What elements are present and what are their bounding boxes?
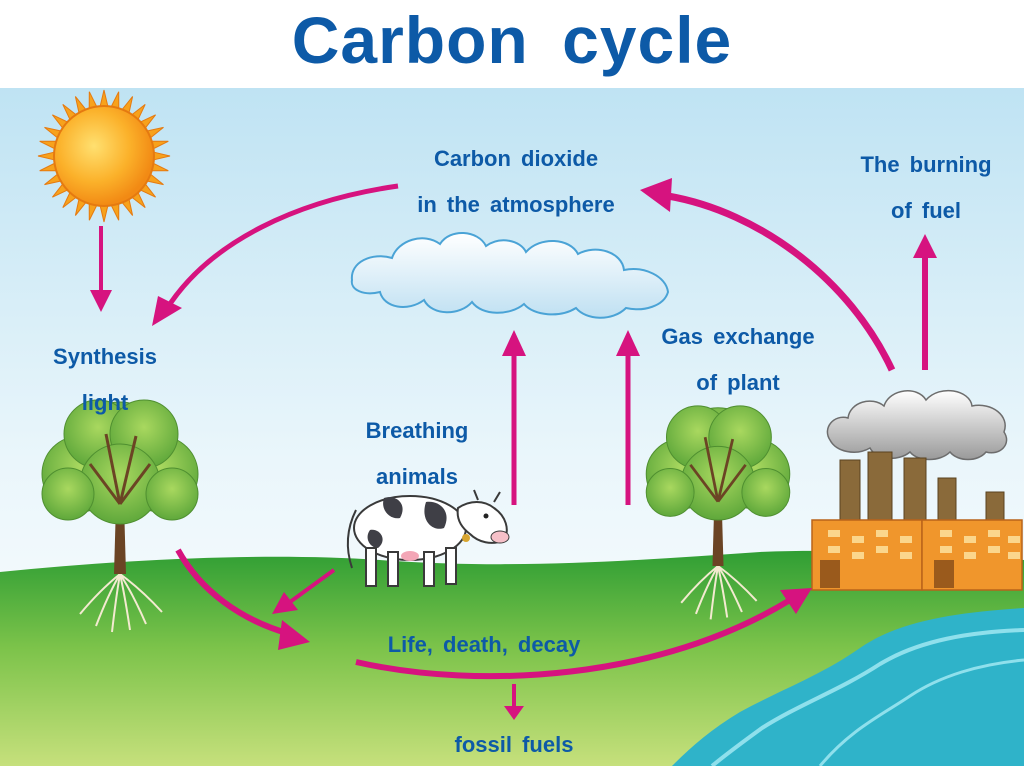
tree-root (717, 565, 758, 602)
tree-branch (716, 463, 747, 503)
factory-window (988, 546, 1000, 553)
tree-branch (104, 433, 122, 505)
diagram-title: Carbon cycle (291, 3, 733, 77)
tree-canopy (145, 467, 199, 521)
smoke-icon (826, 389, 1008, 461)
tree-branch (689, 463, 720, 503)
tree-root (119, 573, 131, 631)
tree-canopy (645, 467, 695, 517)
factory-window (940, 546, 952, 553)
label-life-death-decay: Life, death, decay (387, 632, 581, 657)
label-gas-exchange: Gas exchange of plant (661, 324, 815, 395)
tree-root (680, 565, 719, 604)
factory-window (988, 530, 1000, 537)
arrow-tree-to-decay (175, 548, 291, 637)
tree-icon (645, 405, 791, 620)
tree-root (717, 565, 729, 618)
arrow-gas-exchange-up-head (616, 330, 640, 356)
factory-window (876, 530, 888, 537)
label-breathing-animals: Breathing animals (365, 418, 469, 489)
arrow-co2-to-plants-head (152, 296, 182, 326)
tree-root (95, 573, 121, 627)
arrow-breathing-up-head (502, 330, 526, 356)
tree-branch (703, 436, 720, 502)
factory-window (1008, 552, 1020, 559)
tree-branch (88, 463, 122, 505)
factory-window (852, 536, 864, 543)
cycle-arrows (90, 178, 937, 720)
arrow-factory-to-co2 (667, 192, 896, 372)
sun-icon (37, 89, 171, 223)
factory-window (1008, 536, 1020, 543)
water-icon (672, 608, 1024, 766)
factory-window (828, 530, 840, 537)
tree-root (111, 573, 121, 633)
tree-root (694, 565, 719, 615)
arrow-factory-to-co2-head (640, 178, 672, 212)
arrow-decay-to-factory-head (780, 588, 812, 614)
cloud-icon (350, 231, 670, 319)
factory-window (828, 546, 840, 553)
tree-root (119, 573, 163, 613)
tree-root (79, 573, 121, 615)
arrow-co2-to-plants (163, 183, 399, 312)
factory-window (964, 552, 976, 559)
label-carbon-dioxide: Carbon dioxide in the atmosphere (417, 146, 615, 217)
tree-root (119, 573, 147, 625)
arrow-cow-to-decay-head (272, 592, 298, 614)
tree-branch (118, 463, 152, 505)
factory-window (964, 536, 976, 543)
tree-canopy (741, 467, 791, 517)
label-fossil-fuels: fossil fuels (454, 732, 574, 757)
factory-icon (811, 451, 1023, 591)
tree-root (717, 565, 743, 613)
tree-branch (118, 435, 138, 505)
factory-window (900, 552, 912, 559)
factory-window (900, 536, 912, 543)
tree-branch (716, 438, 735, 502)
factory-window (876, 546, 888, 553)
arrow-cow-to-decay (288, 568, 336, 604)
tree-icon (41, 399, 199, 633)
label-burning-of-fuel: The burning of fuel (860, 152, 992, 223)
factory-window (940, 530, 952, 537)
tree-canopy (41, 467, 95, 521)
factory-window (852, 552, 864, 559)
arrow-decay-to-factory (355, 597, 792, 680)
tree-root (709, 565, 719, 620)
arrow-tree-to-decay-head (278, 620, 310, 650)
arrow-burning-up-head (913, 234, 937, 258)
arrow-decay-to-fossil-head (504, 706, 524, 720)
arrow-sun-to-tree-head (90, 290, 112, 312)
cow-icon (346, 489, 510, 587)
label-synthesis-light: Synthesis light (53, 344, 157, 415)
